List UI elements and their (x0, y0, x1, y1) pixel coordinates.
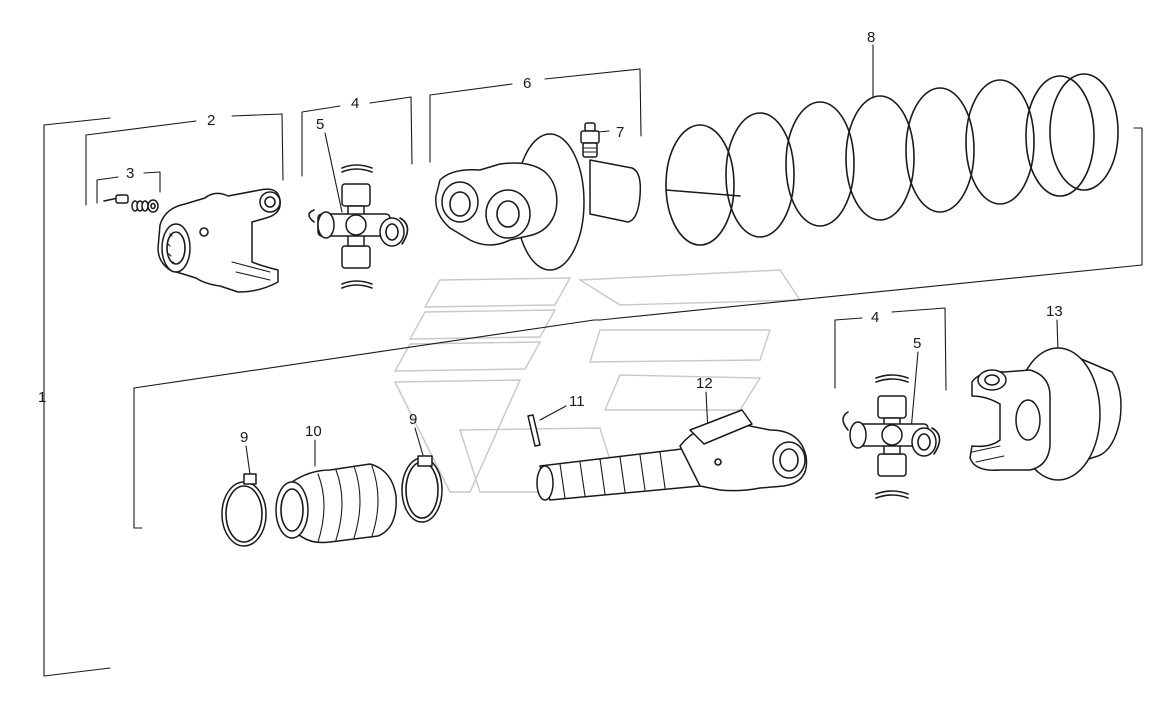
bracket-upper-row (593, 127, 1143, 321)
label-part-4-upper: 4 (351, 95, 359, 112)
bracket-4-upper (301, 105, 341, 177)
label-part-8: 8 (867, 29, 875, 46)
part-9-left-clamp (221, 473, 267, 547)
part-4-lower-cross-kit (842, 374, 941, 499)
bracket-3b (143, 171, 161, 193)
bracket-4-upper-b (369, 96, 413, 165)
label-part-7: 7 (616, 124, 624, 141)
part-13-yoke-guard (969, 347, 1122, 481)
bracket-2 (85, 120, 197, 206)
label-part-10: 10 (305, 423, 322, 440)
label-part-13: 13 (1046, 303, 1063, 320)
label-part-6: 6 (523, 75, 531, 92)
bracket-6 (429, 83, 513, 163)
bracket-lower-row (133, 319, 595, 529)
part-7-grease-nipple (580, 122, 600, 158)
part-12-splined-shaft (536, 409, 808, 501)
label-part-9-right: 9 (409, 411, 417, 428)
label-part-4-lower: 4 (871, 309, 879, 326)
part-2-inner-yoke (157, 188, 281, 293)
label-part-11: 11 (569, 393, 585, 410)
label-part-3: 3 (126, 165, 134, 182)
label-part-5-upper: 5 (316, 116, 324, 133)
part-10-boot (275, 463, 397, 544)
label-part-9-left: 9 (240, 429, 248, 446)
label-part-5-lower: 5 (913, 335, 921, 352)
bracket-4-lower-b (891, 307, 947, 391)
part-6-outer-yoke-flange (435, 133, 642, 271)
bracket-1 (43, 117, 111, 677)
part-9-right-clamp (401, 455, 443, 523)
label-part-1: 1 (38, 389, 46, 406)
bracket-2b (231, 113, 284, 181)
part-3-pin-assembly (103, 194, 159, 213)
bracket-6b (544, 68, 642, 137)
group-brackets (43, 68, 1143, 677)
part-8-coil-spring (665, 73, 1119, 246)
bracket-3 (96, 176, 119, 204)
label-part-12: 12 (696, 375, 713, 392)
label-part-2: 2 (207, 112, 215, 129)
part-labels: 1 2 3 4 5 6 7 8 4 5 13 9 10 9 11 12 (38, 29, 1063, 446)
part-4-upper-cross-kit (308, 164, 409, 289)
part-11-key (527, 414, 541, 447)
bracket-4-lower (834, 317, 863, 389)
